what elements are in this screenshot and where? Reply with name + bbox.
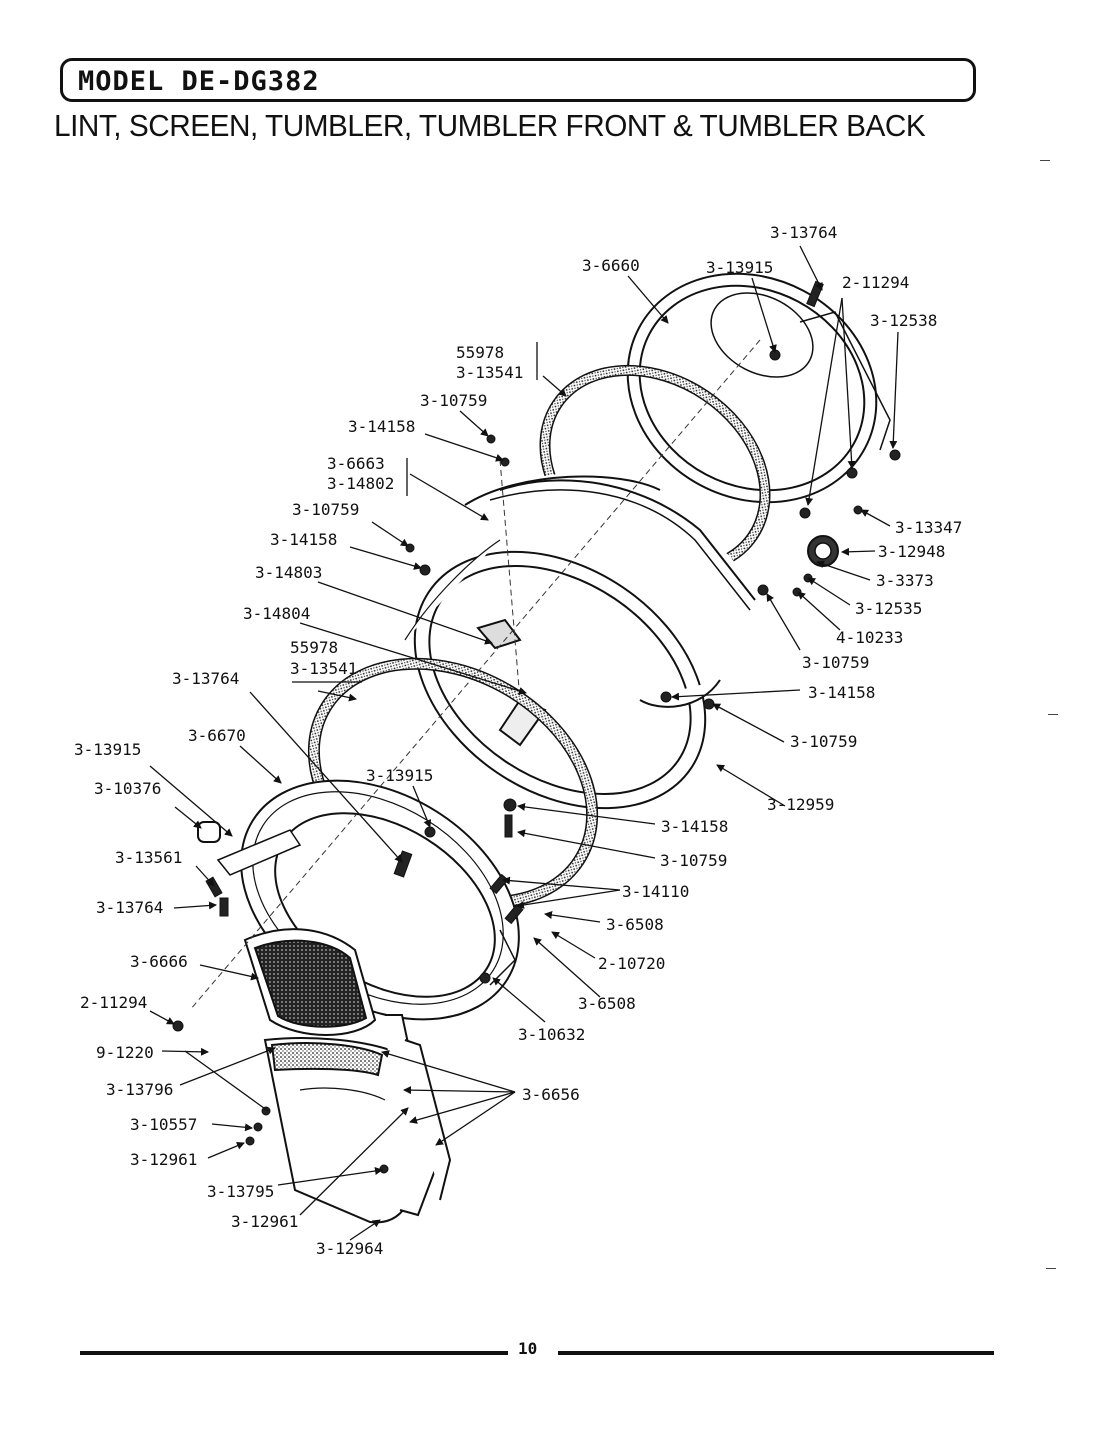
part-label: 3-10376 [94,779,161,798]
part-label: 3-13764 [770,223,837,242]
drum-roller-3-10376 [197,821,221,843]
part-label: 2-11294 [842,273,909,292]
part-label: 3-13561 [115,848,182,867]
part-label: 3-14803 [255,563,322,582]
part-label: 3-14802 [327,474,394,493]
part-label: 3-10557 [130,1115,197,1134]
part-label: 3-13541 [290,659,357,678]
part-label: 9-1220 [96,1043,154,1062]
part-label: 3-13915 [74,740,141,759]
part-label: 4-10233 [836,628,903,647]
part-label: 3-6663 [327,454,385,473]
part-label: 3-14804 [243,604,310,623]
part-label: 3-13764 [172,669,239,688]
part-label: 3-12948 [878,542,945,561]
footer-rule-left [80,1351,508,1355]
part-label: 3-3373 [876,571,934,590]
part-label: 2-11294 [80,993,147,1012]
assembly-center-lines [189,339,761,1011]
lint-screen-3-6666 [243,928,377,1036]
part-label: 3-10759 [802,653,869,672]
part-label: 3-13915 [366,766,433,785]
part-number-labels: 3-13764 3-6660 3-13915 2-11294 3-12538 5… [74,223,962,1258]
part-label: 2-10720 [598,954,665,973]
model-title-frame [60,58,976,102]
part-label: 3-12535 [855,599,922,618]
part-label: 3-13915 [706,258,773,277]
part-label: 3-14158 [661,817,728,836]
part-label: 3-6656 [522,1085,580,1104]
part-label: 3-12961 [231,1212,298,1231]
leader-lines [149,245,899,1241]
part-label: 3-10759 [790,732,857,751]
bearing-3-12948 [807,535,839,567]
lint-housing-3-6656 [263,1014,452,1224]
part-label: 3-6508 [578,994,636,1013]
diagram-subtitle: LINT, SCREEN, TUMBLER, TUMBLER FRONT & T… [54,108,926,143]
part-label: 3-6508 [606,915,664,934]
part-label: 3-14158 [270,530,337,549]
part-label: 3-12538 [870,311,937,330]
part-label: 3-10759 [292,500,359,519]
part-label: 3-13796 [106,1080,173,1099]
part-label: 3-12959 [767,795,834,814]
part-label: 3-10632 [518,1025,585,1044]
part-label: 55978 [290,638,338,657]
part-label: 3-14158 [348,417,415,436]
part-label: 3-6670 [188,726,246,745]
part-label: 3-12964 [316,1239,383,1258]
tumbler-drum-3-6663 [404,472,760,810]
part-label: 55978 [456,343,504,362]
model-title: MODEL DE-DG382 [78,66,320,97]
footer-rule-right [558,1351,994,1355]
part-label: 3-13347 [895,518,962,537]
part-label: 3-10759 [420,391,487,410]
edge-mark [1040,160,1050,161]
part-label: 3-10759 [660,851,727,870]
part-label: 3-6666 [130,952,188,971]
part-label: 3-12961 [130,1150,197,1169]
part-label: 3-13541 [456,363,523,382]
edge-mark [1048,714,1058,715]
edge-mark [1046,1268,1056,1269]
page-number: 10 [518,1339,538,1358]
tumbler-back-3-6660 [626,272,891,504]
leader-brackets [184,342,538,1112]
part-label: 3-14110 [622,882,689,901]
part-label: 3-14158 [808,683,875,702]
part-label: 3-13764 [96,898,163,917]
part-label: 3-6660 [582,256,640,275]
part-label: 3-13795 [207,1182,274,1201]
